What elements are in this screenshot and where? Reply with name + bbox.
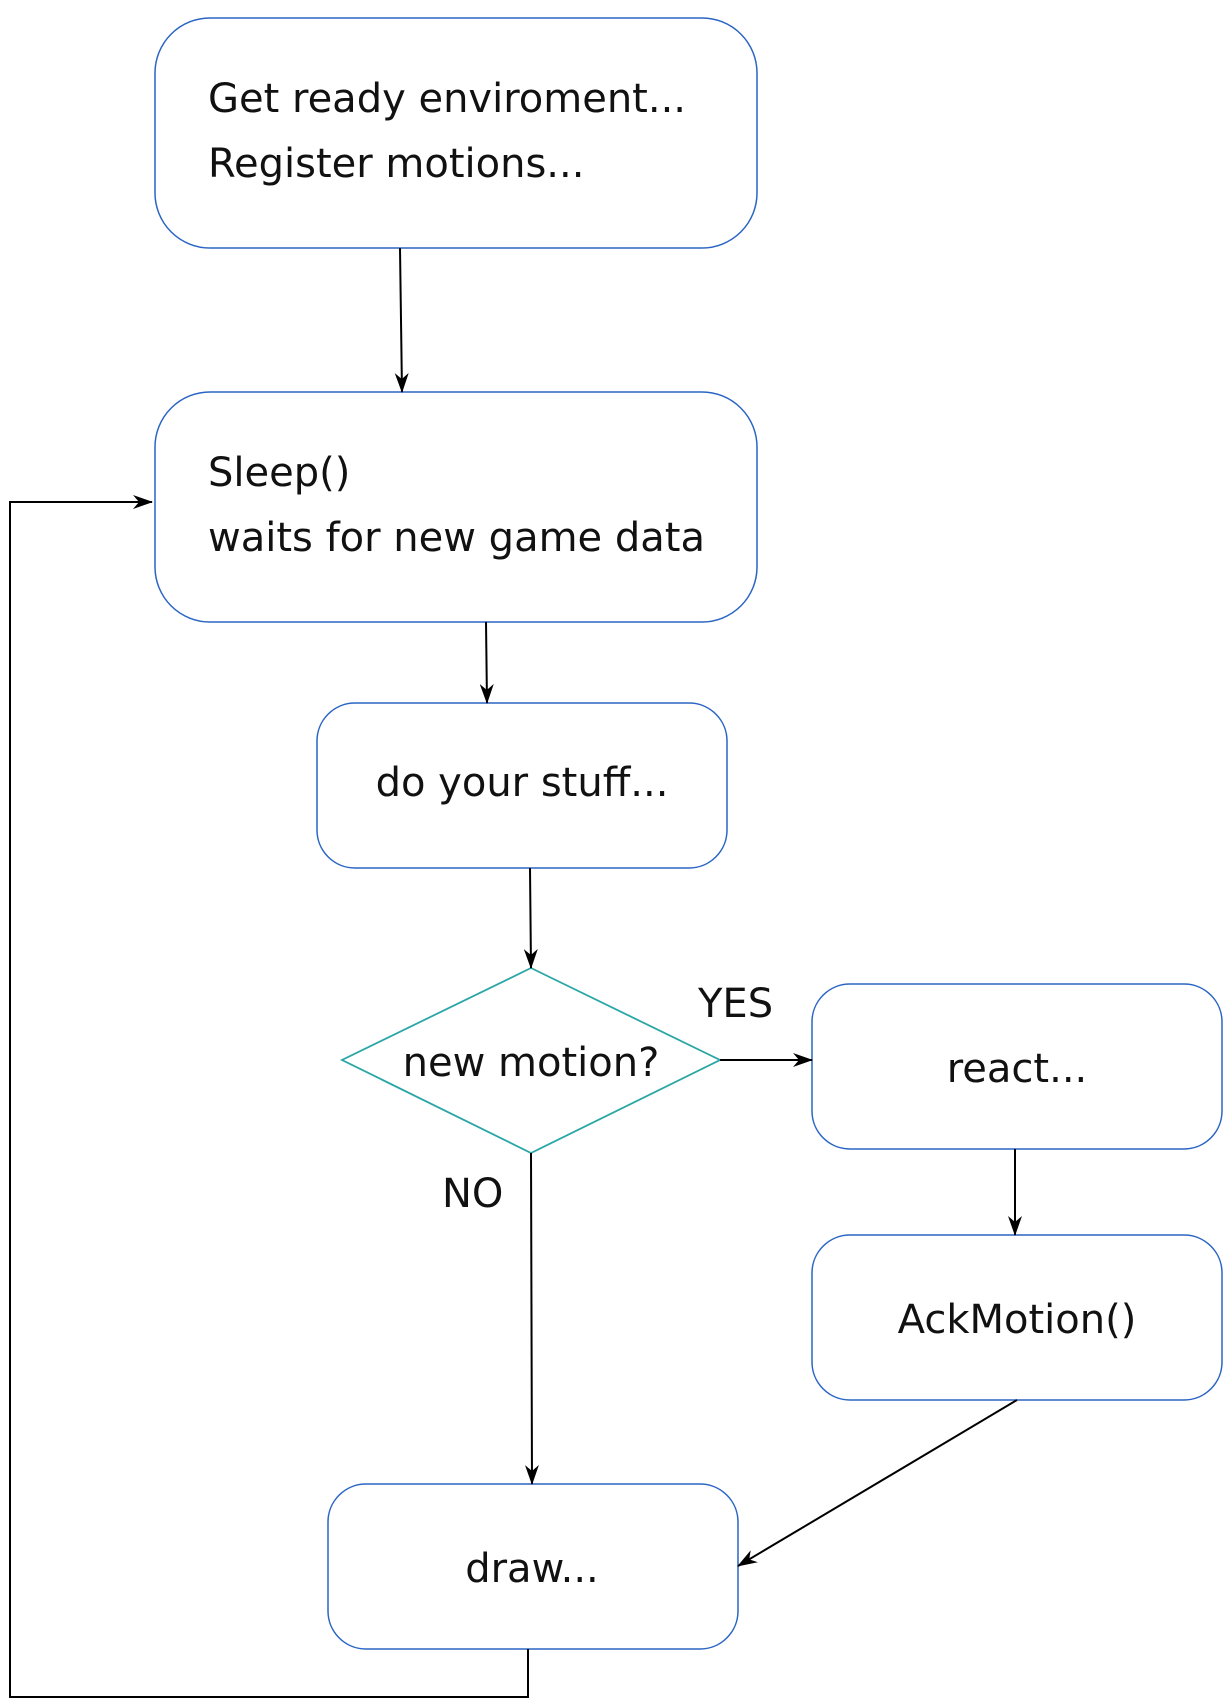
node-draw: draw...: [327, 1483, 739, 1650]
node-decision-label: new motion?: [403, 1040, 660, 1086]
edge-label-no: NO: [442, 1171, 503, 1217]
node-init: Get ready enviroment... Register motions…: [154, 17, 758, 249]
node-sleep: Sleep() waits for new game data: [154, 391, 758, 623]
edge-decision-no-to-draw: [524, 1152, 539, 1485]
node-work-label: do your stuff...: [376, 760, 669, 806]
node-init-line1: Get ready enviroment...: [208, 76, 686, 122]
node-react: react...: [811, 983, 1223, 1150]
node-decision: new motion?: [339, 966, 723, 1155]
node-react-label: react...: [947, 1046, 1088, 1092]
node-sleep-line1: Sleep(): [208, 450, 350, 496]
edge-sleep-to-work: [479, 621, 494, 704]
node-init-line2: Register motions...: [208, 141, 584, 187]
edge-draw-loop-to-sleep: [9, 495, 529, 1698]
node-ack: AckMotion(): [811, 1234, 1223, 1401]
node-work: do your stuff...: [316, 702, 728, 869]
node-ack-label: AckMotion(): [898, 1297, 1137, 1343]
node-sleep-line2: waits for new game data: [208, 515, 705, 561]
edge-work-to-decision: [523, 867, 538, 969]
edge-label-yes: YES: [697, 981, 773, 1027]
edge-init-to-sleep: [394, 247, 409, 393]
node-draw-label: draw...: [465, 1546, 599, 1592]
edge-ack-to-draw: [737, 1399, 1018, 1567]
